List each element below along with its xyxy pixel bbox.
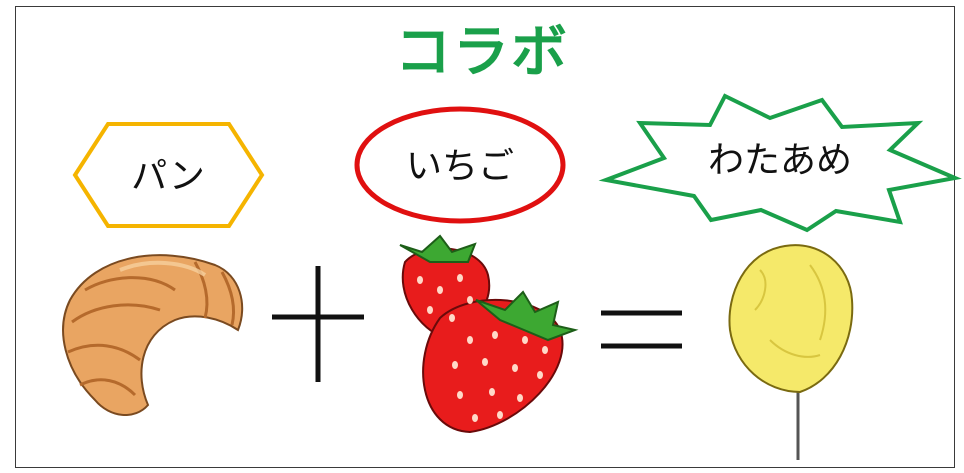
cotton-candy-label: わたあめ bbox=[598, 93, 962, 233]
strawberry-label: いちご bbox=[354, 106, 566, 224]
hexagon-shape bbox=[72, 122, 265, 228]
strawberries-icon bbox=[399, 234, 579, 434]
ellipse-shape bbox=[354, 106, 566, 224]
croissant-icon bbox=[62, 254, 244, 417]
strawberry-label-text: いちご bbox=[406, 146, 514, 187]
cotton-candy-icon bbox=[728, 244, 854, 460]
cotton-candy-label-text: わたあめ bbox=[708, 140, 852, 181]
bread-label: パン bbox=[72, 122, 265, 228]
plus-icon bbox=[272, 266, 364, 382]
starburst-shape bbox=[598, 93, 962, 233]
page-title: コラボ bbox=[395, 20, 569, 85]
equals-icon bbox=[601, 310, 682, 349]
slide-frame bbox=[15, 6, 955, 468]
bread-label-text: パン bbox=[131, 156, 205, 197]
